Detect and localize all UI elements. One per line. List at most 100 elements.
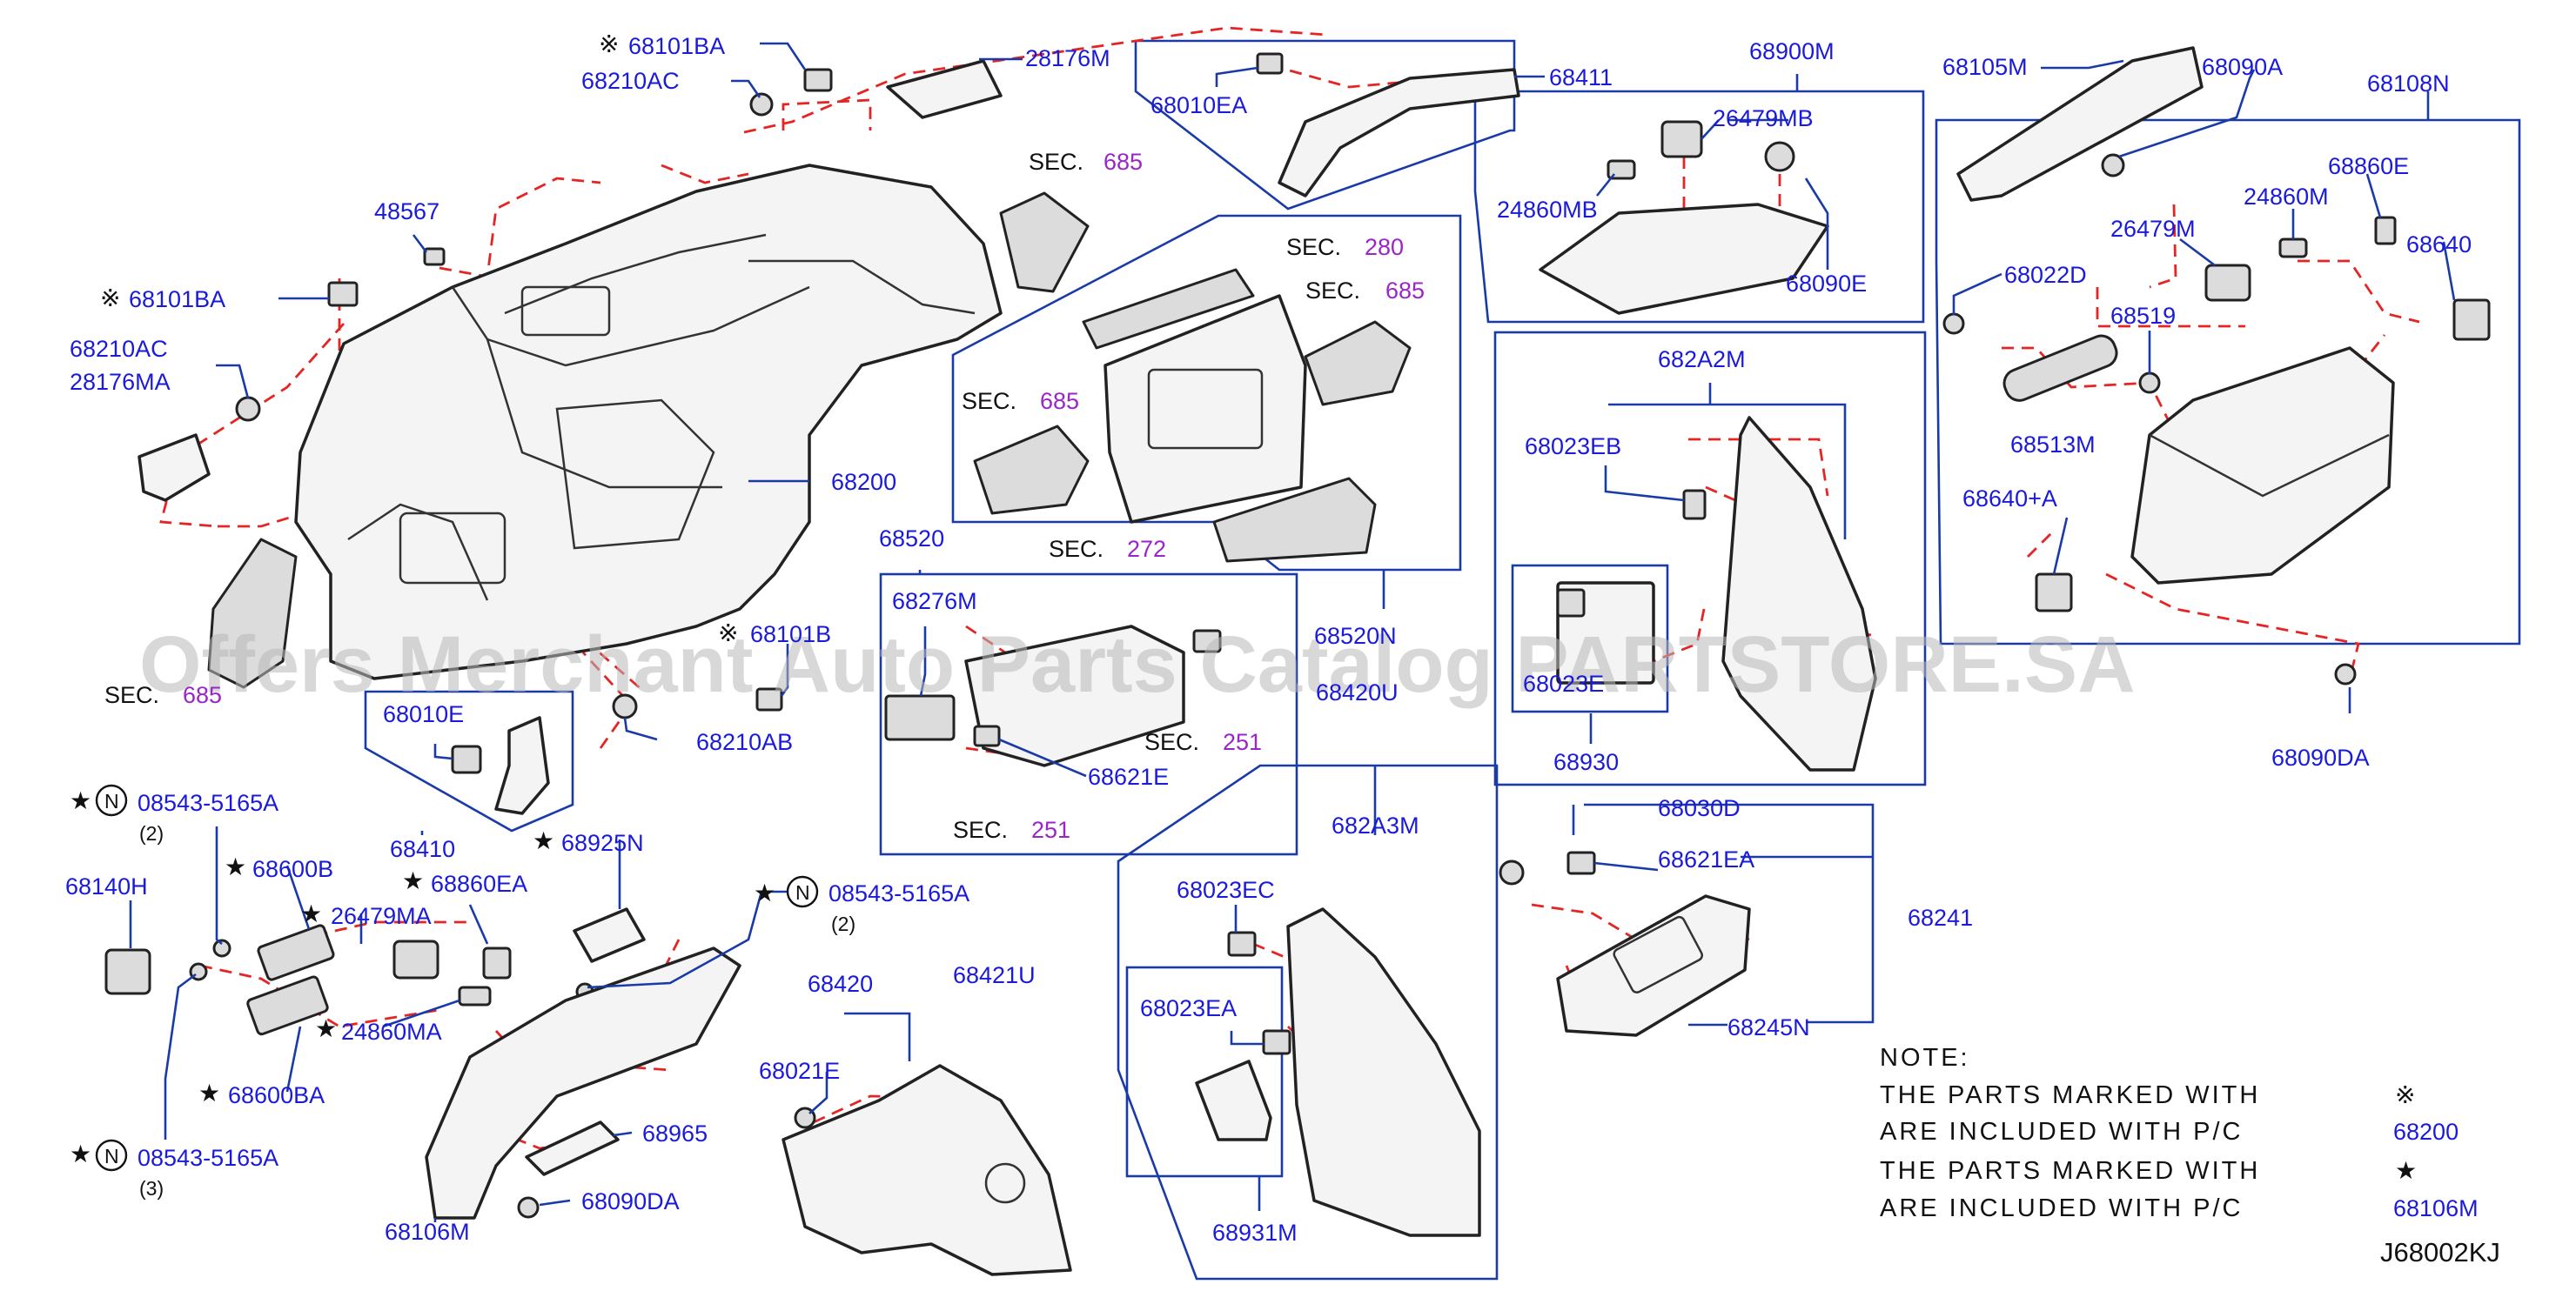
sec-ref-280[interactable]: SEC. 280 <box>1286 234 1404 260</box>
label-68023EA[interactable]: 68023EA <box>1140 995 1237 1021</box>
sec-ref-685-right[interactable]: SEC. 685 <box>1305 278 1425 304</box>
screw-68022D <box>1942 312 1965 335</box>
label-26479M[interactable]: 26479M <box>2110 216 2196 242</box>
label-68930[interactable]: 68930 <box>1553 749 1619 775</box>
label-08543-5165A-b[interactable]: 08543-5165A <box>828 880 969 906</box>
label-68411[interactable]: 68411 <box>1549 64 1613 90</box>
label-68421U[interactable]: 68421U <box>953 962 1036 988</box>
sec-ref-685-top[interactable]: SEC. 685 <box>1029 149 1143 175</box>
label-68140H[interactable]: 68140H <box>65 873 148 900</box>
n-circle-letter: N <box>104 1145 119 1167</box>
sec-ref-251-bottom[interactable]: SEC. 251 <box>953 817 1070 843</box>
label-68010E[interactable]: 68010E <box>383 701 464 727</box>
label-26479MB[interactable]: 26479MB <box>1713 105 1814 131</box>
label-68513M[interactable]: 68513M <box>2010 431 2096 458</box>
label-68108N[interactable]: 68108N <box>2367 70 2450 97</box>
label-682A3M[interactable]: 682A3M <box>1332 813 1419 839</box>
box-68900M <box>1473 90 1925 324</box>
label-68860E[interactable]: 68860E <box>2328 153 2409 179</box>
label-68519[interactable]: 68519 <box>2110 303 2176 329</box>
label-68600B[interactable]: 68600B <box>252 856 333 882</box>
label-68931M[interactable]: 68931M <box>1212 1220 1298 1246</box>
note-ref-68200[interactable]: 68200 <box>2393 1119 2459 1145</box>
label-68101BA-a[interactable]: 68101BA <box>628 33 725 59</box>
label-68023E[interactable]: 68023E <box>1523 671 1604 697</box>
label-68640A[interactable]: 68640+A <box>1962 485 2057 512</box>
note-ref-68106M[interactable]: 68106M <box>2393 1195 2479 1221</box>
qty-08543-b: (2) <box>831 913 855 935</box>
label-68210AC-b[interactable]: 68210AC <box>70 336 168 362</box>
label-26479MA[interactable]: 26479MA <box>331 903 432 929</box>
n-circle-08543-c: N <box>95 1139 128 1172</box>
label-68600BA[interactable]: 68600BA <box>228 1082 325 1108</box>
label-68023EB[interactable]: 68023EB <box>1525 433 1621 459</box>
note-star-mark: ★ <box>2395 1156 2417 1185</box>
label-68106M[interactable]: 68106M <box>385 1219 470 1245</box>
label-68410[interactable]: 68410 <box>390 836 455 862</box>
label-08543-5165A-c[interactable]: 08543-5165A <box>138 1145 278 1171</box>
label-68010EA[interactable]: 68010EA <box>1150 92 1247 118</box>
label-68420[interactable]: 68420 <box>808 971 873 997</box>
sec-ref-685-dash[interactable]: SEC. 685 <box>104 682 222 708</box>
label-68621E[interactable]: 68621E <box>1088 764 1169 790</box>
label-68210AB[interactable]: 68210AB <box>696 729 793 755</box>
label-08543-5165A-a[interactable]: 08543-5165A <box>138 790 278 816</box>
lid-28176M-shape <box>886 59 1003 119</box>
label-24860M[interactable]: 24860M <box>2244 184 2329 210</box>
label-68090E[interactable]: 68090E <box>1786 271 1867 297</box>
label-68090DA-right[interactable]: 68090DA <box>2271 745 2370 771</box>
label-68621EA[interactable]: 68621EA <box>1658 846 1754 873</box>
label-68276M[interactable]: 68276M <box>892 588 977 614</box>
panel-68520-shape <box>964 625 1185 767</box>
label-68030D[interactable]: 68030D <box>1658 795 1741 821</box>
quantities: (2) (2) (3) <box>139 822 855 1200</box>
label-68022D[interactable]: 68022D <box>2004 262 2087 288</box>
label-68101BA-b[interactable]: 68101BA <box>129 286 225 312</box>
box-682A2M-inner <box>1608 403 1847 539</box>
star-mark-08543-c: ★ <box>70 1140 91 1168</box>
label-68023EC[interactable]: 68023EC <box>1177 877 1275 903</box>
label-68090A[interactable]: 68090A <box>2202 54 2283 80</box>
label-68520[interactable]: 68520 <box>879 525 944 552</box>
label-68965[interactable]: 68965 <box>642 1120 708 1147</box>
label-68520N[interactable]: 68520N <box>1314 623 1397 649</box>
group-boxes <box>364 39 2521 1281</box>
trim-68411-shape <box>1278 68 1520 197</box>
leader-lines <box>129 42 2456 1222</box>
label-28176MA[interactable]: 28176MA <box>70 369 171 395</box>
label-68860EA[interactable]: 68860EA <box>431 871 527 897</box>
label-24860MB[interactable]: 24860MB <box>1497 197 1598 223</box>
star-mark-68925N: ★ <box>533 826 554 855</box>
screw-08543-a <box>212 939 231 958</box>
label-68021E[interactable]: 68021E <box>759 1058 840 1084</box>
vent-685-left-shape <box>973 425 1090 515</box>
sec-ref-272[interactable]: SEC. 272 <box>1049 536 1166 562</box>
label-68245N[interactable]: 68245N <box>1727 1014 1810 1040</box>
switch-68600BA <box>246 975 329 1036</box>
label-68210AC-a[interactable]: 68210AC <box>581 68 680 94</box>
box-68276M <box>884 694 956 741</box>
label-68900M[interactable]: 68900M <box>1749 38 1835 64</box>
label-68925N[interactable]: 68925N <box>561 830 644 856</box>
clip-68101B <box>755 687 783 712</box>
bracket-68105M-shape <box>1956 46 2204 202</box>
label-68420U[interactable]: 68420U <box>1316 679 1399 706</box>
label-68090DA-bottom[interactable]: 68090DA <box>581 1188 680 1214</box>
sec-ref-251-right[interactable]: SEC. 251 <box>1144 729 1262 755</box>
star-mark-68860EA: ★ <box>402 866 424 895</box>
sec-ref-685-left[interactable]: SEC. 685 <box>962 388 1079 414</box>
sec-number: 251 <box>1031 817 1070 843</box>
label-68200[interactable]: 68200 <box>831 469 896 495</box>
label-68101B[interactable]: 68101B <box>750 621 831 647</box>
label-682A2M[interactable]: 682A2M <box>1658 346 1746 372</box>
label-24860MA[interactable]: 24860MA <box>341 1019 442 1045</box>
label-68241[interactable]: 68241 <box>1908 905 1973 931</box>
label-48567[interactable]: 48567 <box>374 198 439 224</box>
label-28176M[interactable]: 28176M <box>1025 45 1110 71</box>
clip-68090A <box>2101 153 2125 177</box>
label-68640[interactable]: 68640 <box>2406 231 2472 258</box>
control-272-shape <box>1212 477 1377 563</box>
sec-number: 280 <box>1365 234 1404 260</box>
label-68105M[interactable]: 68105M <box>1942 54 2028 80</box>
vent-685-top-shape <box>999 191 1090 293</box>
